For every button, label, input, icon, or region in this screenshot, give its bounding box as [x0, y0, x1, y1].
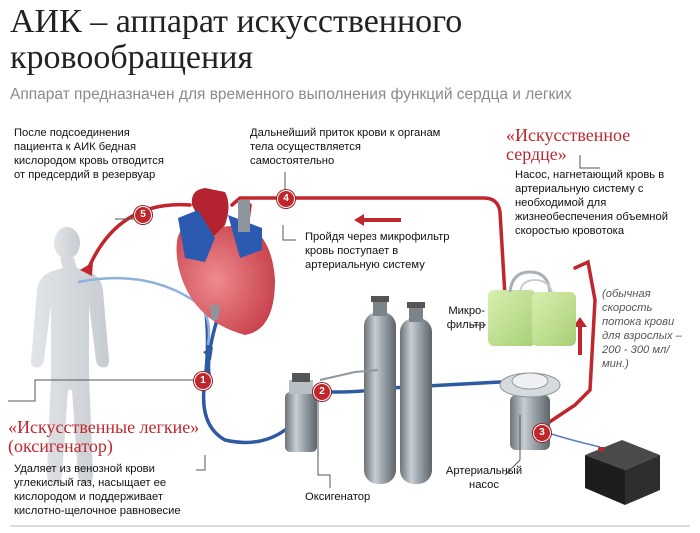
venous-return-line	[77, 276, 211, 346]
step-badge-1: 1	[194, 372, 212, 390]
flow-arrows	[354, 214, 587, 355]
page-title: АИК – аппарат искусственного кровообраще…	[10, 3, 463, 76]
note-step4: Дальнейший приток крови к органам тела о…	[250, 127, 441, 167]
artificial-lungs-description: Удаляет из венозной крови углекислый газ…	[14, 463, 181, 517]
arrow-to-patient	[80, 262, 93, 276]
heart-illustration	[176, 188, 275, 335]
arterial-pump-device	[499, 372, 561, 450]
patient-silhouette	[30, 227, 110, 484]
battery	[544, 431, 660, 505]
step-badge-5: 5	[134, 206, 152, 224]
step-badge-3: 3	[533, 424, 551, 442]
arterial-pump-label: Артериальный насос	[445, 465, 523, 491]
note-microfilter-route: Пройдя через микрофильтр кровь поступает…	[305, 231, 450, 271]
step-badge-2: 2	[313, 383, 331, 401]
microfilter-label: Микро-фильтр	[446, 305, 485, 331]
gas-cylinders	[319, 296, 432, 484]
flow-rate-note: (обычная скорость потока крови для взрос…	[602, 288, 682, 370]
artificial-heart-description: Насос, нагнетающий кровь в артериальную …	[515, 169, 668, 237]
oxygenator-label: Оксигенатор	[305, 491, 371, 503]
step-badge-4: 4	[277, 190, 295, 208]
oxygenator-device	[285, 373, 317, 452]
artificial-heart-title: «Искусственное сердце»	[506, 125, 631, 164]
microfilter-device	[488, 270, 576, 346]
note-step5: После подсоединения пациента к АИК бедна…	[14, 127, 164, 181]
venous-arrow	[203, 347, 213, 360]
artificial-lungs-title: «Искусственные легкие» (оксигенатор)	[8, 417, 200, 456]
page-subtitle: Аппарат предназначен для временного выпо…	[10, 86, 572, 103]
leader-lines	[8, 155, 600, 488]
